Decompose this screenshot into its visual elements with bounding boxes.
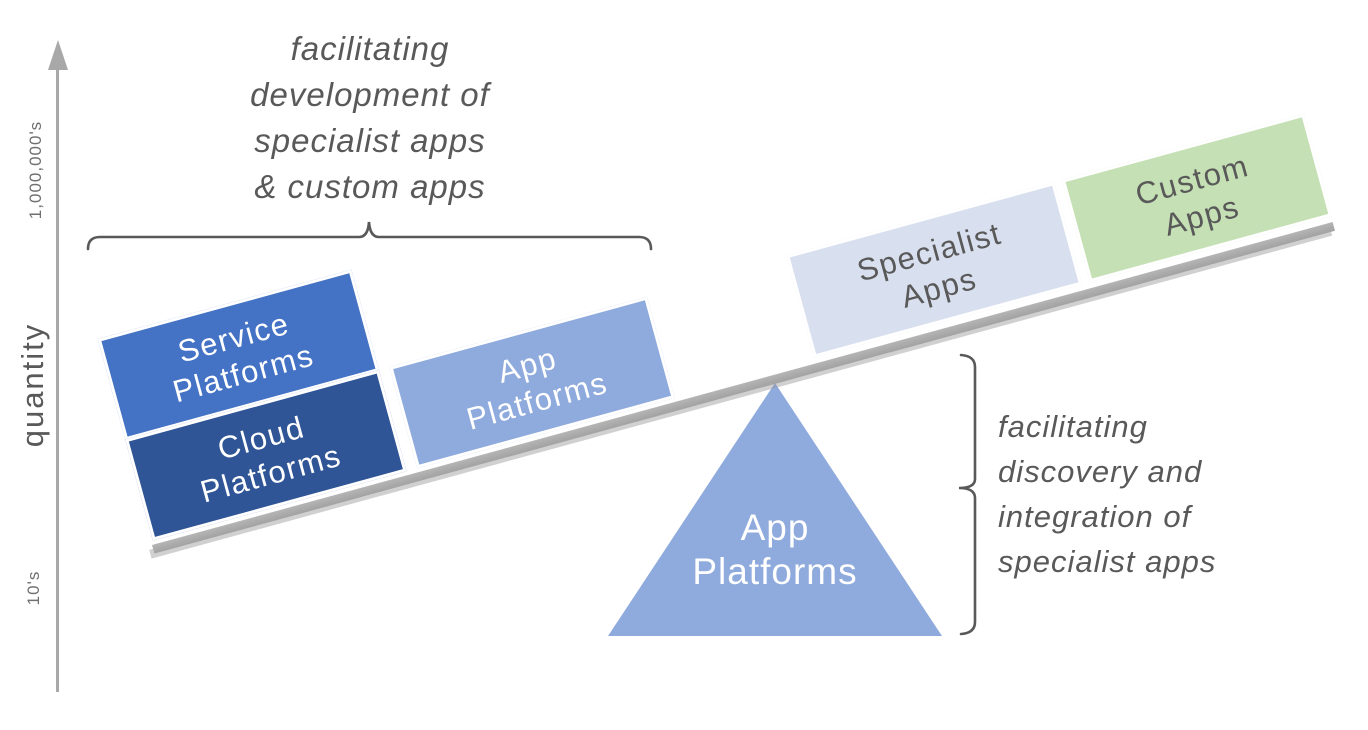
annotation-line: discovery and: [998, 454, 1203, 489]
block-custom-apps: Custom Apps: [1061, 113, 1332, 283]
annotation-line: specialist apps: [998, 544, 1217, 579]
fulcrum-label-line: App: [740, 507, 810, 548]
y-axis-line: [56, 66, 59, 692]
y-axis-tick-bottom: 10's: [24, 570, 43, 606]
annotation-line: facilitating: [998, 409, 1148, 444]
annotation-development: facilitating development of specialist a…: [170, 26, 570, 210]
annotation-discovery: facilitating discovery and integration o…: [998, 404, 1328, 584]
fulcrum-label-line: Platforms: [692, 551, 858, 592]
annotation-line: development of: [250, 76, 490, 113]
y-axis-tick-top: 1,000,000's: [26, 120, 45, 220]
annotation-line: integration of: [998, 499, 1192, 534]
annotation-line: & custom apps: [254, 168, 486, 205]
fulcrum-triangle-app-platforms: App Platforms: [608, 383, 942, 636]
annotation-line: facilitating: [290, 30, 450, 67]
y-axis-title: quantity: [15, 322, 50, 448]
right-bracket: [958, 353, 977, 636]
y-axis-arrowhead-icon: [48, 40, 68, 70]
annotation-line: specialist apps: [254, 122, 486, 159]
top-bracket: [86, 221, 653, 251]
